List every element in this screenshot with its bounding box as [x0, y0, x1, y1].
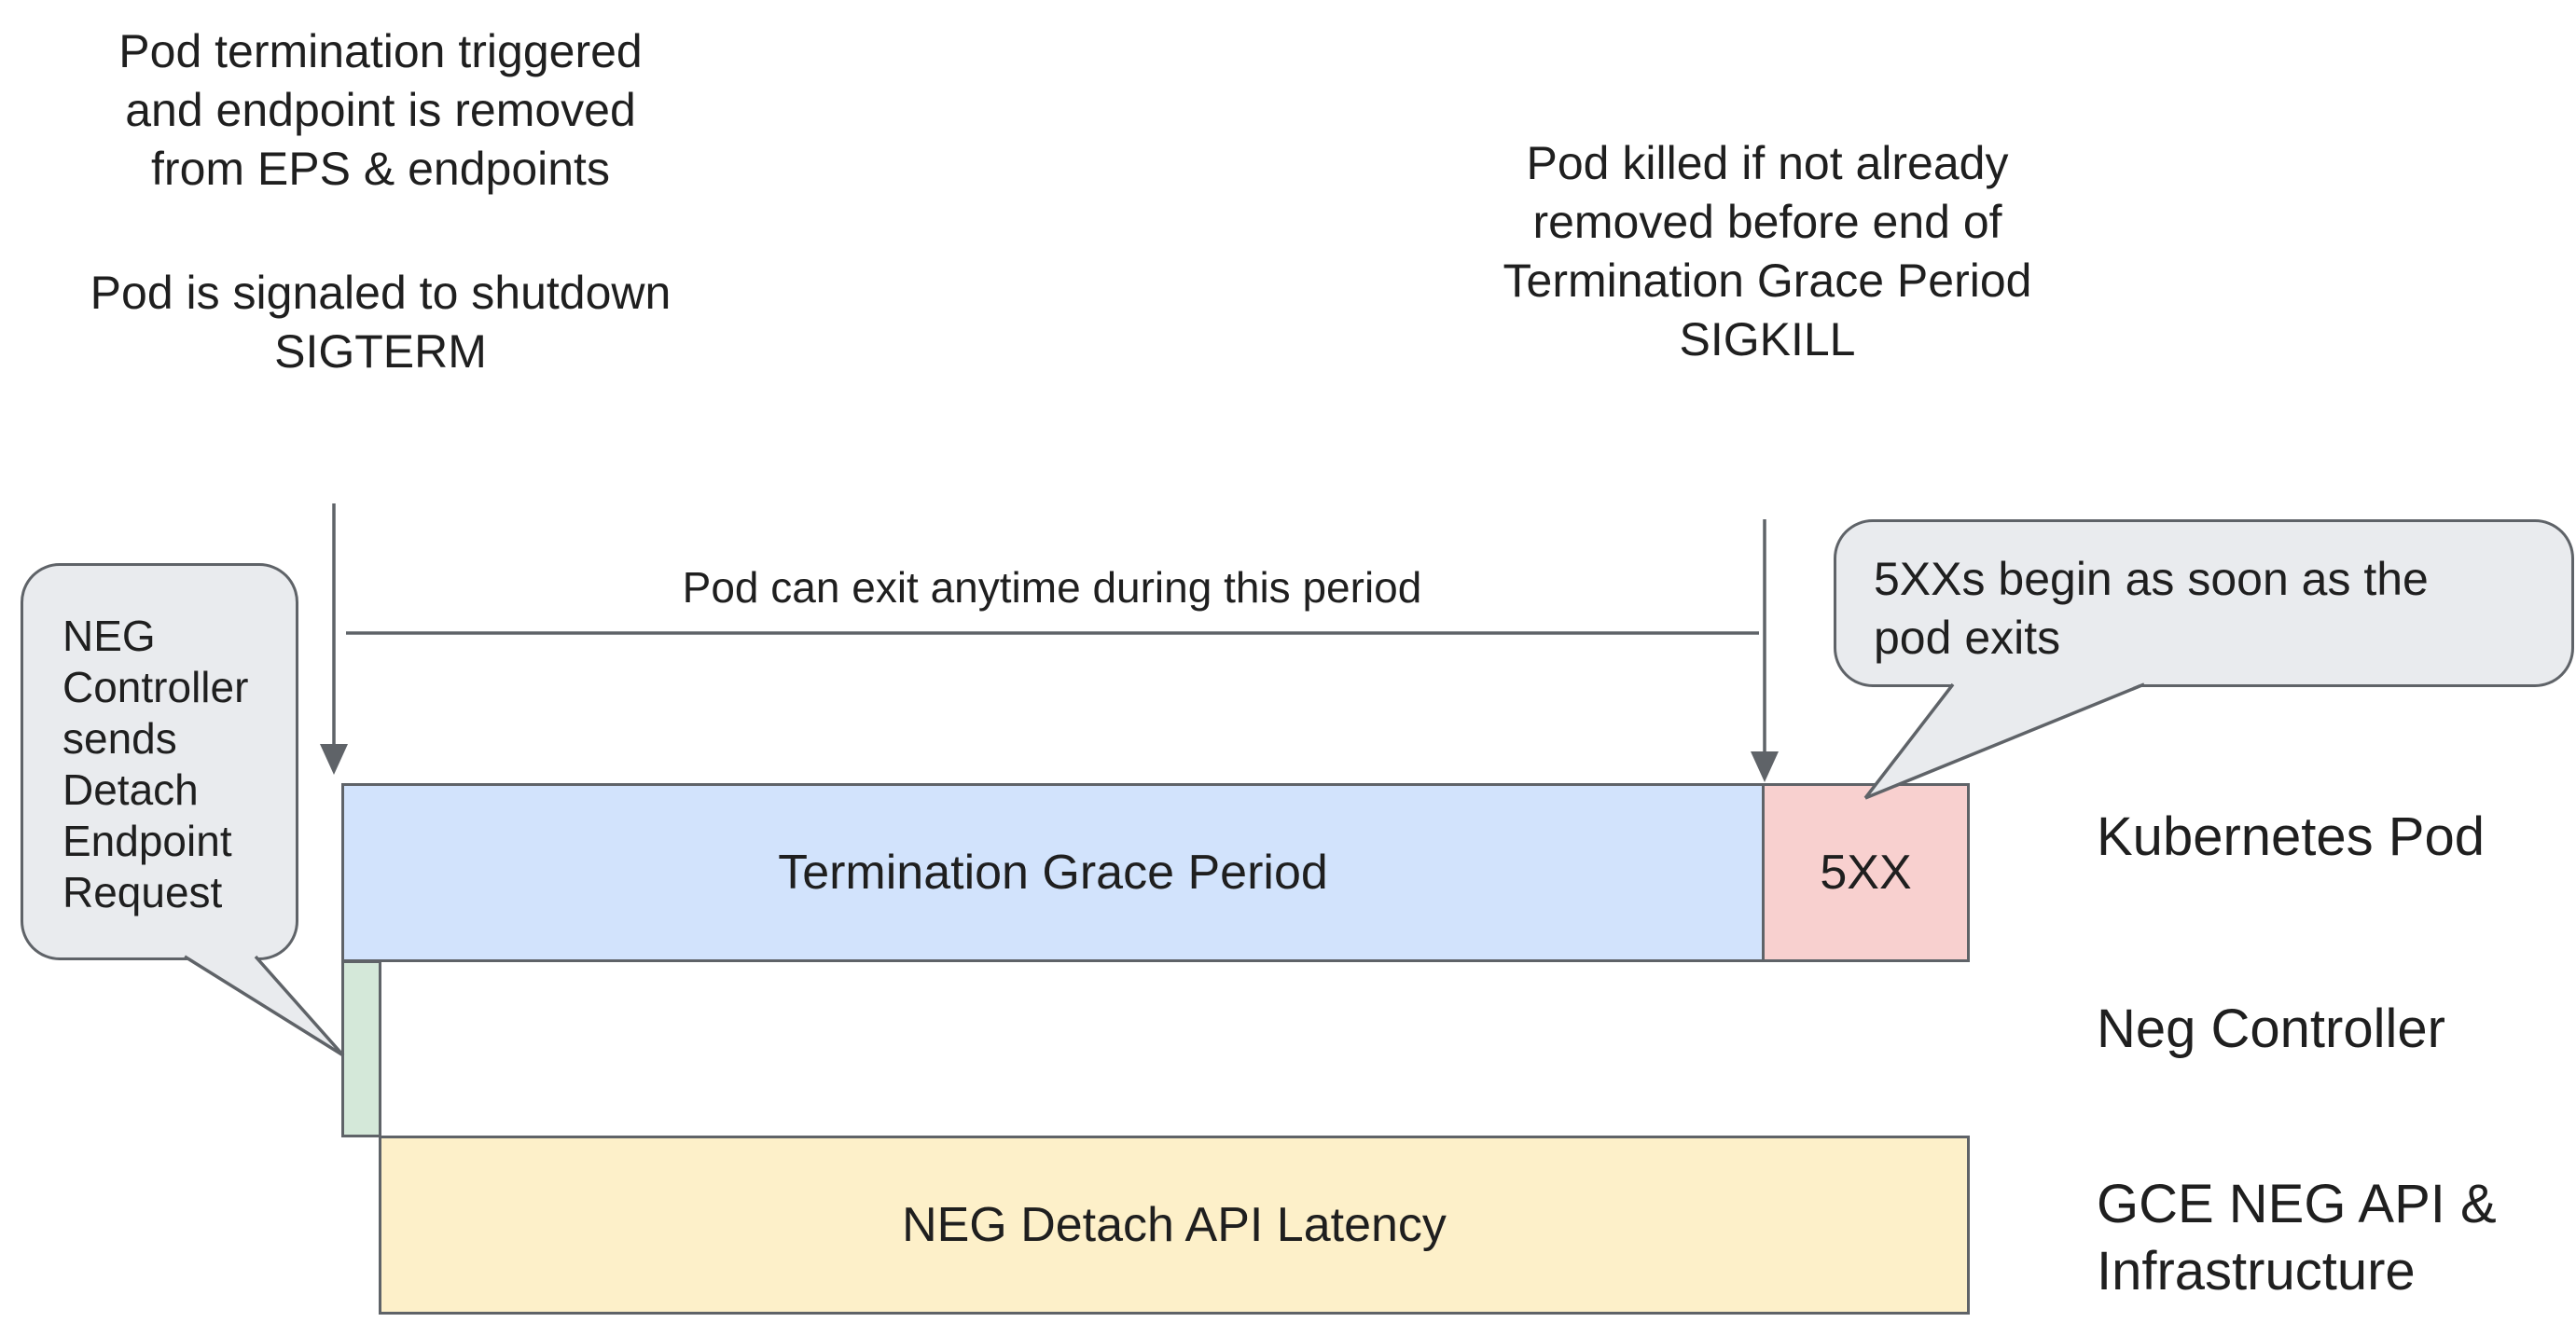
callout-5xx-begin: 5XXs begin as soon as the pod exits	[1834, 519, 2574, 687]
termination-grace-period-bar: Termination Grace Period	[344, 786, 1765, 959]
termination-grace-period-label: Termination Grace Period	[778, 846, 1328, 900]
annotation-sigkill-text: Pod killed if not already removed before…	[1503, 137, 2032, 365]
callout-left-tail	[184, 955, 345, 1057]
neg-detach-api-latency-bar: NEG Detach API Latency	[379, 1136, 1970, 1315]
arrowhead-down-icon	[1751, 751, 1779, 782]
5xx-bar: 5XX	[1765, 786, 1967, 959]
annotation-pod-termination: Pod termination triggered and endpoint i…	[82, 22, 679, 381]
row-label-kubernetes-pod: Kubernetes Pod	[2097, 806, 2485, 867]
annotation-sigterm-text: Pod is signaled to shutdown SIGTERM	[90, 267, 672, 378]
sigterm-arrow	[320, 503, 348, 775]
row-label-neg-controller: Neg Controller	[2097, 999, 2445, 1059]
annotation-pod-termination-text: Pod termination triggered and endpoint i…	[118, 25, 643, 195]
kubernetes-pod-bar: Termination Grace Period 5XX	[341, 783, 1970, 962]
callout-5xx-begin-text: 5XXs begin as soon as the pod exits	[1874, 553, 2429, 664]
neg-controller-detach-bar	[341, 960, 381, 1137]
arrowhead-down-icon	[320, 744, 348, 775]
neg-detach-api-latency-label: NEG Detach API Latency	[902, 1198, 1447, 1252]
5xx-label: 5XX	[1820, 846, 1912, 900]
callout-neg-controller-text: NEG Controller sends Detach Endpoint Req…	[62, 612, 249, 916]
callout-right-tail	[1863, 682, 2145, 800]
row-label-gce-neg-api: GCE NEG API & Infrastructure	[2097, 1174, 2497, 1302]
sigkill-arrow	[1751, 519, 1779, 782]
dimension-label: Pod can exit anytime during this period	[682, 563, 1422, 612]
callout-neg-controller: NEG Controller sends Detach Endpoint Req…	[21, 563, 298, 960]
